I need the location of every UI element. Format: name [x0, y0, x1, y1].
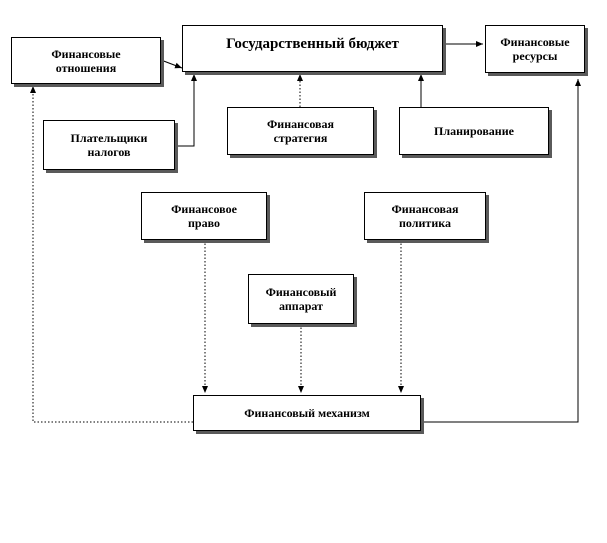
node-financial-strategy: Финансовая стратегия — [227, 107, 374, 155]
node-financial-policy-label: Финансовая политика — [391, 202, 459, 230]
arrow-taxpayers-to-budget — [175, 74, 197, 147]
node-financial-resources: Финансовые ресурсы — [485, 25, 585, 73]
node-state-budget-label: Государственный бюджет — [226, 36, 399, 52]
node-financial-relations: Финансовые отношения — [11, 37, 161, 84]
node-taxpayers-label: Плательщики налогов — [70, 131, 148, 159]
node-financial-strategy-label: Финансовая стратегия — [266, 117, 335, 145]
node-planning-label: Планирование — [434, 124, 514, 138]
arrow-relations-to-budget — [160, 59, 183, 69]
node-financial-mechanism-label: Финансовый механизм — [244, 406, 370, 420]
node-financial-resources-label: Финансовые ресурсы — [500, 35, 570, 63]
node-financial-apparatus: Финансовый аппарат — [248, 274, 354, 324]
node-financial-relations-label: Финансовые отношения — [51, 46, 121, 75]
node-financial-law-label: Финансовое право — [171, 202, 237, 230]
node-taxpayers: Плательщики налогов — [43, 120, 175, 170]
node-state-budget: Государственный бюджет — [182, 25, 443, 72]
node-planning: Планирование — [399, 107, 549, 155]
node-financial-law: Финансовое право — [141, 192, 267, 240]
node-financial-apparatus-label: Финансовый аппарат — [265, 285, 337, 313]
arrow-mechanism-to-resources — [421, 79, 581, 423]
arrow-mechanism-to-relations — [30, 86, 193, 423]
node-financial-policy: Финансовая политика — [364, 192, 486, 240]
node-financial-mechanism: Финансовый механизм — [193, 395, 421, 431]
